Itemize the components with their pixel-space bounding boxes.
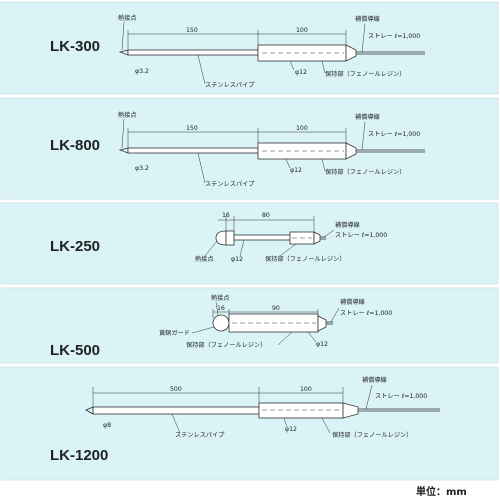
lk300-hot-junction-leader [121,21,125,51]
lk300-model-name: LK-300 [50,38,100,55]
lk800-pipe-label: ステンレスパイプ [205,181,255,188]
lk500-lead-label: 補償導線 [340,298,365,306]
lk250-model-name: LK-250 [50,238,100,255]
lk1200-pipe [92,406,260,415]
lk250-shaft [233,234,291,241]
lk300-pipe-leader [197,54,206,85]
lk250-lead-spec: ストレー ℓ=1,000 [335,232,387,239]
lk300-pipe [127,49,259,56]
lk1200-holder-taper [342,402,359,419]
lk500-holder-leader [277,331,293,346]
lk500-holder-dia: φ12 [316,341,328,348]
lk300-panel: LK-300 150 100 熱接点 補償導線 ストレー ℓ=1,000 φ3.… [0,1,499,95]
lk1200-background [0,366,499,481]
lk250-lead-leader [323,229,335,238]
lk250-dim-head: 16 [222,212,230,219]
lk300-lead-leader [361,23,366,53]
lk1200-lead-label: 補償導線 [362,376,387,384]
lk800-hot-junction-leader [121,118,125,149]
lk250-panel: LK-250 16 80 補償導線 ストレー ℓ=1,000 熱接点 φ12 保… [0,202,499,285]
lk300-holder-dia-leader [289,60,295,71]
lk1200-lead-spec: ストレー ℓ=1,000 [375,393,427,400]
lk1200-holder-label: 保持部（フェノールレジン） [332,431,412,439]
lk300-holder-taper [345,44,357,62]
lk500-dim-head: 16 [217,305,225,312]
lk1200-dim-holder: 100 [300,386,312,393]
lk300-lead-spec: ストレー ℓ=1,000 [368,33,420,40]
lk800-lead-leader [361,121,366,151]
lk300-holder-leader [321,60,326,74]
lk500-lead-spec: ストレー ℓ=1,000 [340,310,392,317]
lk250-holder-label: 保持部（フェノールレジン） [265,255,345,263]
lk500-guard-label: 黄銅ガード [159,329,190,337]
lk1200-lead-leader [365,384,373,410]
lk1200-pipe-leader [171,413,181,434]
lk1200-holder-leader [321,417,331,434]
lk300-dim-pipe: 150 [186,27,198,34]
lk500-panel: LK-500 16 90 熱接点 補償導線 ストレー ℓ=1,000 黄銅ガード… [0,287,499,364]
lk300-hot-junction: 熱接点 [118,14,137,22]
lk500-dim-holder: 90 [272,305,280,312]
lk1200-holder [258,402,344,419]
lk800-holder-leader [321,158,326,172]
lk300-background [0,1,499,95]
lk250-background [0,202,499,285]
lk800-holder-label: 保持部（フェノールレジン） [325,168,405,176]
lk250-holder-dia-leader [239,239,245,257]
lk800-model-name: LK-800 [50,137,100,154]
lk300-lead-label: 補償導線 [355,15,380,23]
lk800-dim-pipe: 150 [186,125,198,132]
lk1200-model-name: LK-1200 [50,447,108,464]
unit-label: 単位：mm [416,485,467,498]
lk1200-pipe-dia: φ8 [103,422,111,429]
lk800-lead-spec: ストレー ℓ=1,000 [368,131,420,138]
lk500-holder-dia-leader [307,331,317,343]
lk300-holder-dia: φ12 [295,69,307,76]
lk500-hot-junction-leader [215,301,219,316]
lk800-holder-taper [345,142,357,160]
lk800-holder-dia: φ12 [290,167,302,174]
lk500-holder-taper [317,315,327,332]
lk250-lead-label: 補償導線 [335,221,360,229]
lk1200-holder-dia-leader [283,417,288,428]
lk800-hot-junction: 熱接点 [118,111,137,119]
lk800-dim-holder: 100 [296,125,308,132]
lk500-ball-guard [212,314,230,332]
lk500-lead-leader [330,307,340,323]
lk250-head-collar [225,230,235,246]
lk300-pipe-dia: φ3.2 [135,68,149,75]
lk1200-panel: LK-1200 500 100 補償導線 ストレー ℓ=1,000 φ8 ステン… [0,366,499,481]
lk800-pipe [127,147,259,154]
lk250-bulb-head [215,230,227,246]
lk500-holder-label: 保持部（フェノールレジン） [186,341,266,349]
lk250-hot-junction-leader [204,240,218,257]
lk800-pipe-dia: φ3.2 [135,165,149,172]
lk1200-dim-pipe: 500 [170,386,182,393]
lk500-model-name: LK-500 [50,342,100,359]
lk250-hot-junction: 熱接点 [195,255,214,263]
lk250-holder-dia: φ12 [231,256,243,263]
lk500-guard-leader [191,326,215,334]
lk800-panel: LK-800 150 100 熱接点 補償導線 ストレー ℓ=1,000 φ3.… [0,97,499,200]
lk1200-pipe-label: ステンレスパイプ [175,432,225,439]
lk250-holder-taper [313,231,321,245]
lk800-pipe-leader [197,152,206,184]
lk300-pipe-label: ステンレスパイプ [205,82,255,89]
lk300-dim-holder: 100 [296,27,308,34]
lk800-lead-label: 補償導線 [355,113,380,121]
lk300-holder-label: 保持部（フェノールレジン） [325,70,405,78]
lk250-holder-leader [279,243,297,257]
lk250-dim-holder: 80 [262,212,270,219]
lk800-holder-dia-leader [285,158,291,169]
lk1200-holder-dia: φ12 [285,426,297,433]
lk500-hot-junction: 熱接点 [211,294,230,302]
